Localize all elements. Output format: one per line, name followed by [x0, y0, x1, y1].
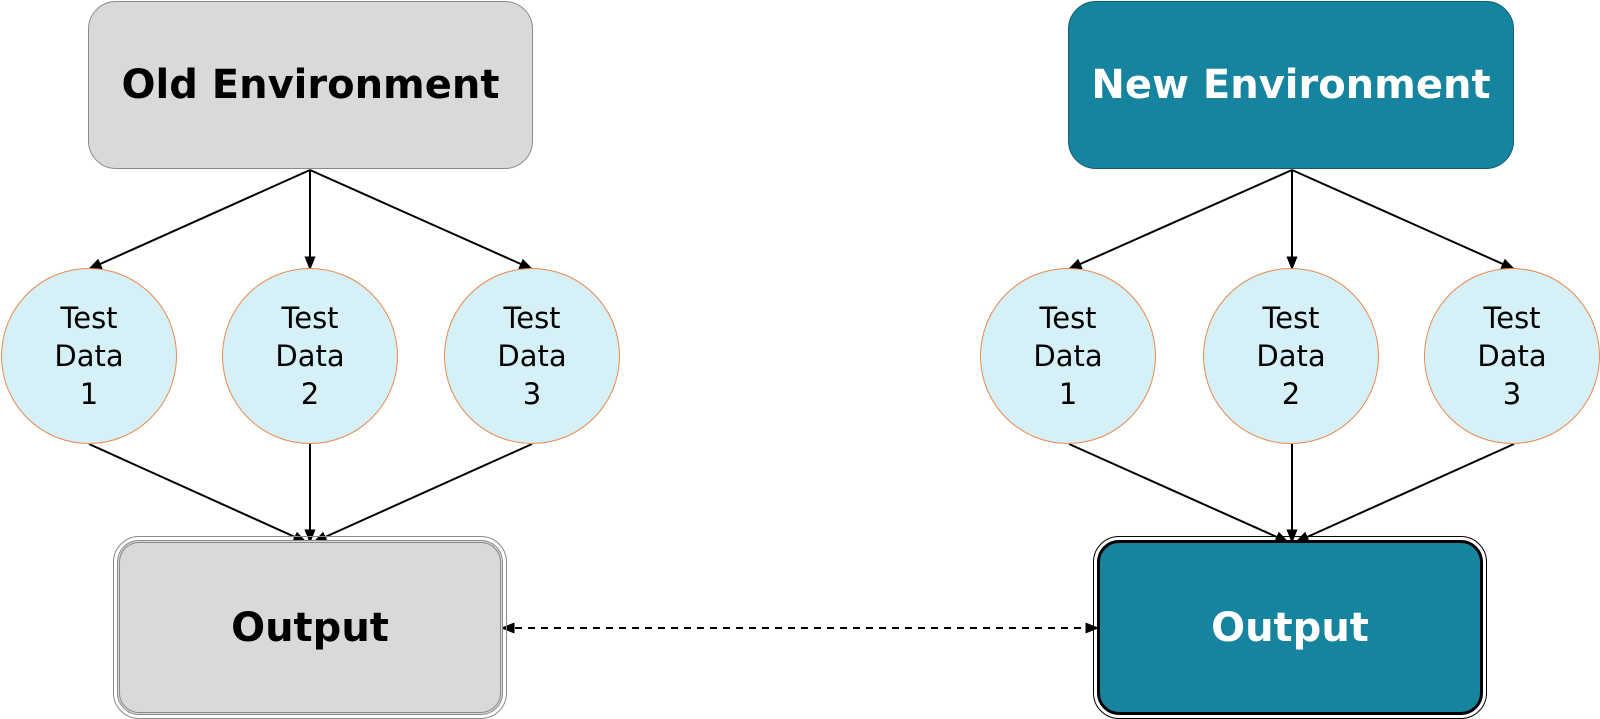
new-test-data-3: Test Data 3: [1424, 268, 1600, 444]
arrow-old-data-3-to-output: [312, 443, 533, 543]
old-output-label: Output: [231, 604, 389, 651]
arrow-old-env-to-data-1: [87, 169, 311, 270]
arrow-new-env-to-data-3: [1291, 169, 1516, 270]
new-environment-box: New Environment: [1068, 1, 1514, 169]
old-environment-box: Old Environment: [88, 1, 533, 169]
new-output-label: Output: [1211, 604, 1369, 651]
arrow-old-data-1-to-output: [88, 443, 308, 543]
arrow-old-env-to-data-3: [309, 169, 534, 270]
arrow-new-data-1-to-output: [1068, 443, 1290, 543]
new-test-data-1: Test Data 1: [980, 268, 1156, 444]
old-output-box: Output: [113, 536, 507, 719]
old-test-data-1: Test Data 1: [1, 268, 177, 444]
new-test-data-2: Test Data 2: [1203, 268, 1379, 444]
old-environment-title: Old Environment: [121, 62, 500, 108]
old-test-data-3: Test Data 3: [444, 268, 620, 444]
arrow-new-env-to-data-1: [1067, 169, 1293, 270]
new-output-box: Output: [1093, 536, 1487, 719]
new-environment-title: New Environment: [1091, 62, 1491, 108]
old-test-data-2: Test Data 2: [222, 268, 398, 444]
arrow-new-data-3-to-output: [1294, 443, 1515, 543]
